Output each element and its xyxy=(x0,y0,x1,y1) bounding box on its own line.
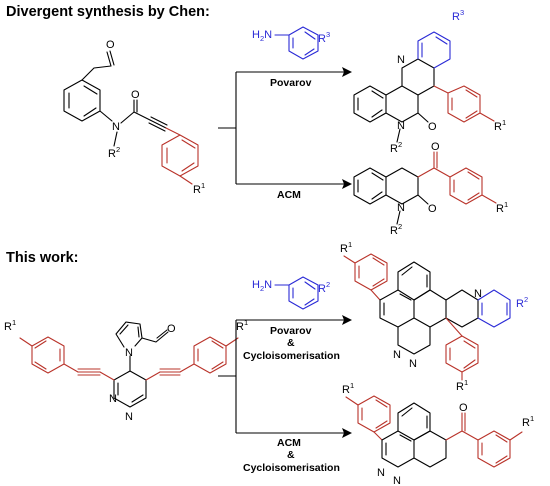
atom-r2-product-top: R2 xyxy=(390,140,402,155)
atom-o-product-top: O xyxy=(428,121,437,133)
atom-r1-sm-left: R1 xyxy=(4,318,16,333)
chen-starting-material: O N O R2 R1 xyxy=(63,39,205,196)
atom-r3-product: R3 xyxy=(452,8,464,23)
atom-r3-top: R3 xyxy=(318,30,330,45)
heading-chen: Divergent synthesis by Chen: xyxy=(6,4,210,20)
atom-r1-sm-right: R1 xyxy=(236,318,248,333)
h2n-label-top: H2N xyxy=(252,29,272,43)
atom-n-pyr-b: N xyxy=(409,358,417,370)
this-work-reaction-arrows xyxy=(218,315,352,438)
atom-o-acm-top: O xyxy=(428,203,437,215)
chen-povarov-product: N O R2 N R3 R1 xyxy=(353,8,506,155)
aniline-reagent-top: H2N R3 xyxy=(252,26,330,60)
atom-n-amide: N xyxy=(112,121,120,133)
atom-n-product-top: N xyxy=(397,120,405,132)
atom-o-ketone-bottom: O xyxy=(459,402,468,414)
atom-r2: R2 xyxy=(108,145,120,160)
this-work-acm-product: R1 N N O R1 xyxy=(342,381,534,486)
atom-o-ketone-top: O xyxy=(431,141,440,153)
atom-o-amide: O xyxy=(131,89,140,101)
atom-r2-acm-top: R2 xyxy=(390,222,402,237)
condition-cyclo-bottom-lower: Cycloisomerisation xyxy=(243,462,340,474)
atom-n-acm-b: N xyxy=(393,475,401,486)
atom-o-aldehyde-sm: O xyxy=(167,323,176,335)
condition-amp-bottom-upper: & xyxy=(287,337,295,349)
atom-r1-acm-left: R1 xyxy=(342,381,354,396)
atom-r2-reagent-bottom: R2 xyxy=(318,280,330,295)
h2n-label-bottom: H2N xyxy=(252,279,272,293)
atom-r1-product-top: R1 xyxy=(494,118,506,133)
condition-acm-top: ACM xyxy=(277,189,301,201)
this-work-povarov-product: R1 N R2 N N R1 xyxy=(340,240,528,393)
atom-n-pyr-a: N xyxy=(393,349,401,361)
atom-r1-acm-right: R1 xyxy=(522,414,534,429)
atom-n-pyridine-top: N xyxy=(397,54,405,66)
atom-n-pyrrole-sm: N xyxy=(125,347,133,359)
atom-r1-lower: R1 xyxy=(456,378,468,393)
condition-amp-bottom-lower: & xyxy=(287,449,295,461)
atom-o-aldehyde: O xyxy=(106,39,115,51)
condition-povarov-top: Povarov xyxy=(270,77,312,89)
chen-reaction-arrows xyxy=(218,67,352,189)
atom-n-pyrimidine-1: N xyxy=(109,393,117,405)
atom-n-acm-a: N xyxy=(377,467,385,479)
this-work-starting-material: N N N O R1 R1 xyxy=(4,318,248,423)
atom-n-pyridine-bottom: N xyxy=(474,288,482,300)
atom-r1-upper-left: R1 xyxy=(340,240,352,255)
aniline-reagent-bottom: H2N R2 xyxy=(252,276,330,310)
atom-n-acm-top: N xyxy=(397,202,405,214)
condition-acm-bottom: ACM xyxy=(277,437,301,449)
atom-r2-product-bottom: R2 xyxy=(516,295,528,310)
condition-cyclo-bottom-upper: Cycloisomerisation xyxy=(243,350,340,362)
chen-acm-product: N O R2 O R1 xyxy=(353,141,508,237)
heading-this-work: This work: xyxy=(6,250,79,266)
atom-r1-acm-top: R1 xyxy=(496,200,508,215)
atom-r1: R1 xyxy=(193,181,205,196)
condition-povarov-bottom: Povarov xyxy=(270,325,312,337)
atom-n-pyrimidine-2: N xyxy=(125,411,133,423)
